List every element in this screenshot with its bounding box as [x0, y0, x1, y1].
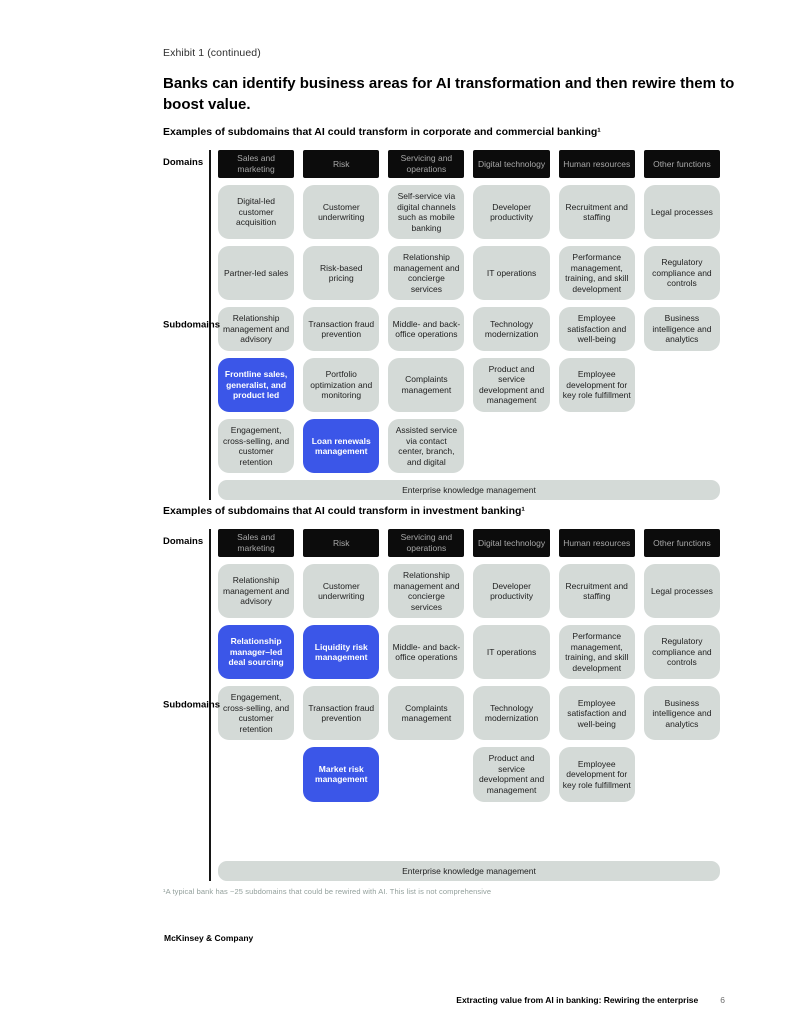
subdomain-cell: Technology modernization	[473, 686, 550, 741]
subdomain-cell: Partner-led sales	[218, 246, 295, 301]
subdomain-cell: Transaction fraud prevention	[303, 307, 380, 351]
subdomain-cell: Relationship management and concierge se…	[388, 564, 465, 619]
enterprise-knowledge-bar: Enterprise knowledge management	[218, 480, 720, 501]
subdomain-cell-highlighted: Market risk management	[303, 747, 380, 802]
domain-header: Servicing and operations	[388, 150, 465, 178]
brand-signature: McKinsey & Company	[164, 933, 254, 943]
subdomain-cell: Regulatory compliance and controls	[643, 625, 720, 680]
subdomain-cell: IT operations	[473, 246, 550, 301]
subdomain-cell: Product and service development and mana…	[473, 747, 550, 802]
subdomain-cell: Relationship management and advisory	[218, 307, 295, 351]
subdomain-cell: Performance management, training, and sk…	[558, 625, 635, 680]
footer-report-title: Extracting value from AI in banking: Rew…	[456, 995, 699, 1005]
subdomain-cell: Employee satisfaction and well-being	[558, 686, 635, 741]
subdomain-cell: Middle- and back-office operations	[388, 307, 465, 351]
domains-label: Domains	[163, 157, 204, 168]
page-footer: Extracting value from AI in banking: Rew…	[456, 995, 725, 1005]
domain-header: Risk	[303, 529, 380, 557]
subdomain-cell: Risk-based pricing	[303, 246, 380, 301]
domain-header: Risk	[303, 150, 380, 178]
domain-header: Human resources	[558, 150, 635, 178]
page-title: Banks can identify business areas for AI…	[163, 75, 735, 114]
subdomain-cell: Recruitment and staffing	[558, 564, 635, 619]
chart-investment-banking: Examples of subdomains that AI could tra…	[163, 505, 720, 881]
subdomain-cell: Engagement, cross-selling, and customer …	[218, 686, 295, 741]
subdomains-label: Subdomains	[163, 699, 221, 711]
chart-caption: Examples of subdomains that AI could tra…	[163, 505, 525, 517]
subdomain-cell-highlighted: Frontline sales, generalist, and product…	[218, 357, 295, 412]
subdomain-cell: Customer underwriting	[303, 564, 380, 619]
subdomain-cell: Recruitment and staffing	[558, 185, 635, 240]
subdomain-cell: Legal processes	[643, 185, 720, 240]
chart-grid: Sales and marketing Risk Servicing and ope…	[218, 529, 720, 881]
subdomain-cell: Complaints management	[388, 686, 465, 741]
domain-header: Servicing and operations	[388, 529, 465, 557]
subdomain-cell: Technology modernization	[473, 307, 550, 351]
subdomain-cell: Relationship management and concierge se…	[388, 246, 465, 301]
empty-cell	[644, 419, 720, 473]
subdomain-cell: Relationship management and advisory	[218, 564, 295, 619]
empty-cell	[388, 747, 464, 801]
subdomain-cell: Developer productivity	[473, 185, 550, 240]
axis-label-column: Domains Subdomains	[163, 150, 220, 500]
subdomain-cell: Legal processes	[643, 564, 720, 619]
empty-cell	[644, 747, 720, 801]
domains-label: Domains	[163, 536, 204, 547]
subdomain-cell: Employee satisfaction and well-being	[558, 307, 635, 351]
domain-header: Digital technology	[473, 150, 550, 178]
subdomain-cell: Product and service development and mana…	[473, 357, 550, 412]
subdomain-cell: Customer underwriting	[303, 185, 380, 240]
subdomain-cell: Digital-led customer acquisition	[218, 185, 295, 240]
chart-body: Domains Subdomains Sales and marketing Ri…	[163, 529, 720, 881]
subdomain-cell-highlighted: Relationship manager–led deal sourcing	[218, 625, 295, 680]
vertical-divider	[209, 150, 211, 501]
domain-header: Human resources	[558, 529, 635, 557]
subdomain-cell: Regulatory compliance and controls	[643, 246, 720, 301]
domain-header: Sales and marketing	[218, 150, 295, 178]
domain-header: Other functions	[643, 529, 720, 557]
subdomain-cell: Transaction fraud prevention	[303, 686, 380, 741]
chart-grid: Sales and marketing Risk Servicing and ope…	[218, 150, 720, 501]
subdomain-cell: Employee development for key role fulfil…	[558, 747, 635, 802]
chart-corporate-commercial-banking: Examples of subdomains that AI could tra…	[163, 126, 720, 501]
subdomain-cell-highlighted: Loan renewals management	[303, 418, 380, 474]
subdomain-cell: Self-service via digital channels such a…	[388, 185, 465, 240]
axis-label-column: Domains Subdomains	[163, 529, 220, 881]
empty-cell	[644, 358, 720, 412]
subdomain-cell: Engagement, cross-selling, and customer …	[218, 418, 295, 474]
subdomain-cell-highlighted: Liquidity risk management	[303, 625, 380, 680]
footer-page-number: 6	[720, 995, 725, 1005]
empty-cell	[218, 747, 294, 801]
empty-cell	[473, 419, 549, 473]
subdomain-cell: Employee development for key role fulfil…	[558, 357, 635, 412]
vertical-divider	[209, 529, 211, 881]
chart-caption: Examples of subdomains that AI could tra…	[163, 126, 601, 138]
subdomains-label: Subdomains	[163, 319, 221, 331]
exhibit-label: Exhibit 1 (continued)	[163, 47, 261, 59]
subdomain-cell: Developer productivity	[473, 564, 550, 619]
enterprise-knowledge-bar: Enterprise knowledge management	[218, 860, 720, 881]
domain-header: Other functions	[643, 150, 720, 178]
domain-header: Digital technology	[473, 529, 550, 557]
subdomain-cell: Business intelligence and analytics	[643, 307, 720, 351]
subdomain-cell: Business intelligence and analytics	[643, 686, 720, 741]
subdomain-cell: Portfolio optimization and monitoring	[303, 357, 380, 412]
subdomain-cell: Assisted service via contact center, bra…	[388, 418, 465, 474]
footnote: ¹A typical bank has ~25 subdomains that …	[163, 887, 492, 896]
subdomain-cell: Performance management, training, and sk…	[558, 246, 635, 301]
subdomain-cell: Complaints management	[388, 357, 465, 412]
empty-cell	[559, 419, 635, 473]
subdomain-cell: Middle- and back-office operations	[388, 625, 465, 680]
domain-header: Sales and marketing	[218, 529, 295, 557]
subdomain-cell: IT operations	[473, 625, 550, 680]
